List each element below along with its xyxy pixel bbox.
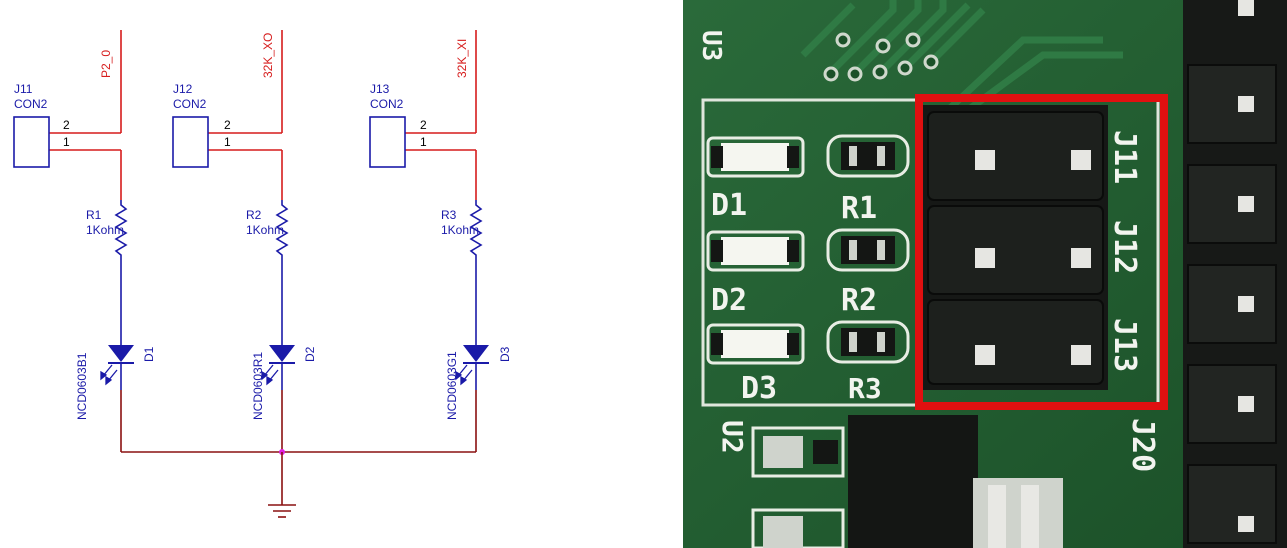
resistor-footprint-r3: [826, 320, 910, 364]
connector-type-j12: CON2: [173, 97, 207, 111]
silk-label-r3: R3: [848, 372, 882, 405]
connector-body-j12: [172, 116, 209, 168]
silk-label-d2: D2: [711, 283, 747, 318]
silk-label-d3: D3: [741, 371, 777, 406]
led-ref-d3: D3: [498, 346, 512, 362]
resistor-ref-r2: R2: [246, 208, 262, 222]
silk-label-j13: J13: [1107, 318, 1142, 372]
led-footprint-d3: [706, 323, 805, 365]
connector-ref-j13: J13: [370, 82, 390, 96]
led-symbol-d2: [269, 345, 295, 362]
resistor-symbol-r1: [114, 200, 128, 260]
pcb-photo: U3 D1 D2 D3 R1 R2: [683, 0, 1287, 548]
pin-header-column: [1183, 0, 1287, 548]
resistor-symbol-r2: [275, 200, 289, 260]
light-arrows-icon: [261, 364, 279, 386]
led-part-d2: NCD0603R1: [251, 352, 265, 420]
pin-label-2: 2: [420, 118, 427, 132]
net-label-32k-xi: 32K_XI: [455, 39, 469, 78]
resistor-ref-r3: R3: [441, 208, 457, 222]
led-symbol-d3: [463, 345, 489, 362]
net-label-32k-xo: 32K_XO: [261, 33, 275, 78]
light-arrows-icon: [455, 364, 473, 386]
pin-label-1: 1: [420, 135, 427, 149]
led-footprint-d1: [706, 136, 805, 178]
channel-1: P2_0 J11 CON2 2 1 R1 1Kohm D1 NCD0603B1: [13, 30, 156, 452]
resistor-footprint-r2: [826, 228, 910, 272]
led-ref-d1: D1: [142, 346, 156, 362]
resistor-ref-r1: R1: [86, 208, 102, 222]
led-circuit-schematic: P2_0 J11 CON2 2 1 R1 1Kohm D1 NCD0603B1 …: [13, 30, 512, 518]
channel-2: 32K_XO J12 CON2 2 1 R2 1Kohm D2 NCD0603R…: [172, 30, 317, 452]
led-footprint-d2: [706, 230, 805, 272]
connector-ref-j12: J12: [173, 82, 193, 96]
pin-label-2: 2: [63, 118, 70, 132]
silk-label-j20: J20: [1125, 418, 1160, 472]
net-label-p2-0: P2_0: [99, 50, 113, 78]
led-part-d3: NCD0603G1: [445, 351, 459, 420]
resistor-value-r2: 1Kohm: [246, 223, 284, 237]
pin-label-1: 1: [224, 135, 231, 149]
ground-icon: [268, 504, 296, 518]
connector-body-j13: [369, 116, 406, 168]
pin-label-2: 2: [224, 118, 231, 132]
svg-text:U3: U3: [696, 30, 726, 61]
resistor-footprint-r1: [826, 134, 910, 178]
highlight-box: [915, 94, 1168, 410]
pin-label-1: 1: [63, 135, 70, 149]
led-part-d1: NCD0603B1: [75, 352, 89, 420]
silk-label-j12: J12: [1107, 220, 1142, 274]
connector-body-j11: [13, 116, 50, 168]
silk-label-u2: U2: [716, 420, 749, 454]
led-symbol-d1: [108, 345, 134, 362]
resistor-symbol-r3: [469, 200, 483, 260]
resistor-value-r1: 1Kohm: [86, 223, 124, 237]
silk-label-r1: R1: [841, 191, 877, 226]
silk-label-r2: R2: [841, 283, 877, 318]
silk-label-d1: D1: [711, 188, 747, 223]
vias: [823, 32, 939, 82]
jumper-header-block: [923, 105, 1108, 390]
resistor-value-r3: 1Kohm: [441, 223, 479, 237]
connector-type-j13: CON2: [370, 97, 404, 111]
channel-3: 32K_XI J13 CON2 2 1 R3 1Kohm D3 NCD0603G…: [369, 30, 512, 452]
led-ref-d2: D2: [303, 346, 317, 362]
connector-ref-j11: J11: [14, 82, 33, 96]
regulator-u2: [751, 415, 1063, 548]
light-arrows-icon: [100, 364, 118, 386]
connector-type-j11: CON2: [14, 97, 48, 111]
silk-label-j11: J11: [1107, 130, 1142, 184]
